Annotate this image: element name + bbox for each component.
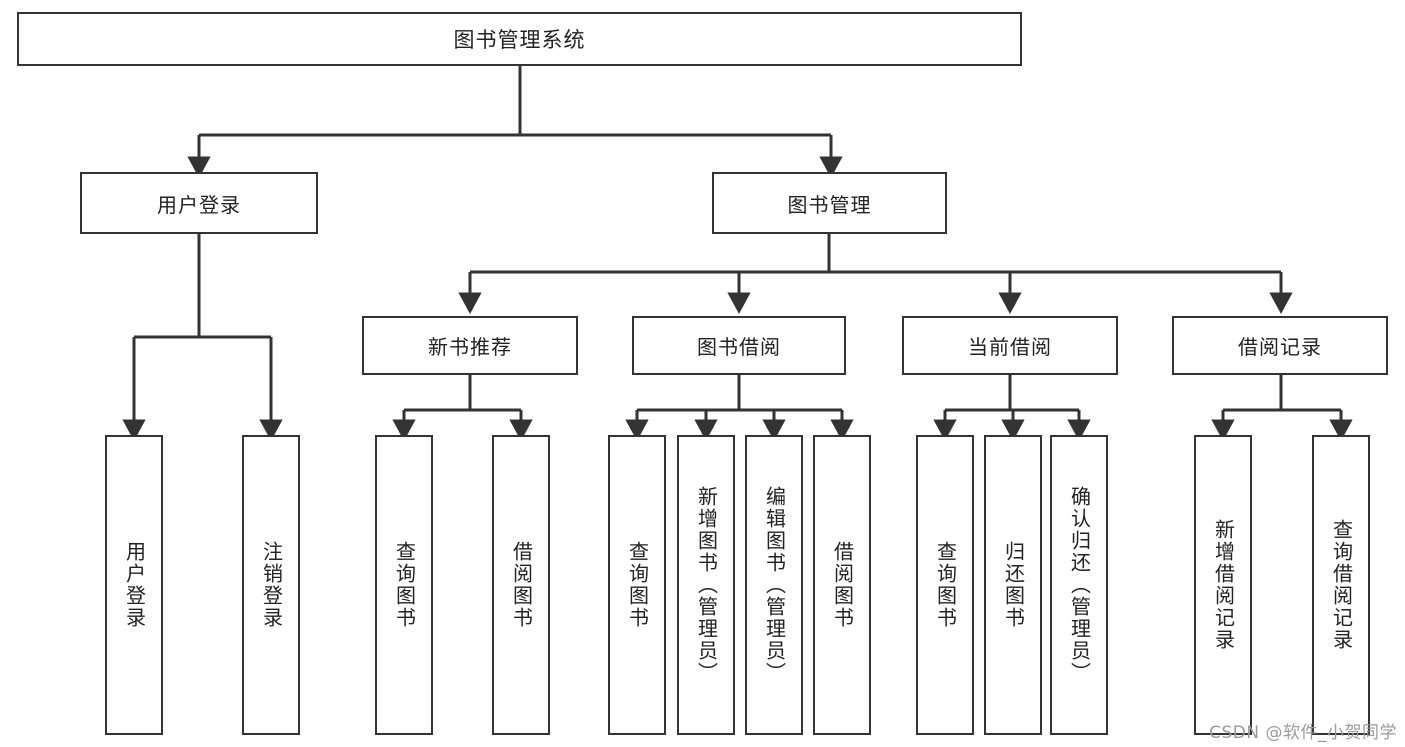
node-label: 借阅图书 xyxy=(830,541,855,629)
leaf-user-login-logout[interactable]: 注销登录 xyxy=(242,435,300,735)
leaf-new-book-query[interactable]: 查询图书 xyxy=(375,435,433,735)
node-label: 查询借阅记录 xyxy=(1329,519,1354,651)
node-label: 图书管理 xyxy=(787,192,872,217)
leaf-book-borrow-add[interactable]: 新增图书（管理员） xyxy=(677,435,735,735)
node-new-book-recommend[interactable]: 新书推荐 xyxy=(362,316,578,375)
node-book-borrow[interactable]: 图书借阅 xyxy=(632,316,846,375)
node-label: 新增借阅记录 xyxy=(1211,519,1236,651)
node-book-management[interactable]: 图书管理 xyxy=(712,172,947,234)
leaf-current-borrow-query[interactable]: 查询图书 xyxy=(916,435,974,735)
node-label: 查询图书 xyxy=(392,541,417,629)
leaf-borrow-record-add[interactable]: 新增借阅记录 xyxy=(1194,435,1252,735)
node-user-login[interactable]: 用户登录 xyxy=(80,172,318,234)
node-label: 图书管理系统 xyxy=(453,28,586,52)
node-label: 用户登录 xyxy=(157,192,241,217)
node-label: 当前借阅 xyxy=(968,335,1052,359)
leaf-book-borrow-borrow[interactable]: 借阅图书 xyxy=(813,435,871,735)
leaf-borrow-record-query[interactable]: 查询借阅记录 xyxy=(1312,435,1370,735)
node-label: 借阅图书 xyxy=(509,541,534,629)
node-label: 查询图书 xyxy=(625,541,650,629)
node-label: 新书推荐 xyxy=(428,335,512,359)
node-label: 查询图书 xyxy=(933,541,958,629)
node-label: 注销登录 xyxy=(259,541,284,629)
leaf-book-borrow-query[interactable]: 查询图书 xyxy=(608,435,666,735)
node-label: 用户登录 xyxy=(122,541,147,629)
leaf-book-borrow-edit[interactable]: 编辑图书（管理员） xyxy=(745,435,803,735)
node-label: 新增图书（管理员） xyxy=(694,486,719,684)
node-label: 归还图书 xyxy=(1001,541,1026,629)
leaf-new-book-borrow[interactable]: 借阅图书 xyxy=(492,435,550,735)
csdn-watermark: CSDN @软件_小贺同学 xyxy=(1209,723,1397,743)
leaf-current-borrow-return[interactable]: 归还图书 xyxy=(984,435,1042,735)
node-root-system[interactable]: 图书管理系统 xyxy=(17,12,1022,66)
node-label: 编辑图书（管理员） xyxy=(762,486,787,684)
node-label: 图书借阅 xyxy=(697,335,781,359)
leaf-current-borrow-confirm-return[interactable]: 确认归还（管理员） xyxy=(1050,435,1108,735)
node-borrow-record[interactable]: 借阅记录 xyxy=(1172,316,1388,375)
leaf-user-login-login[interactable]: 用户登录 xyxy=(105,435,163,735)
node-label: 确认归还（管理员） xyxy=(1067,486,1092,684)
node-current-borrow[interactable]: 当前借阅 xyxy=(902,316,1118,375)
node-label: 借阅记录 xyxy=(1238,335,1322,359)
